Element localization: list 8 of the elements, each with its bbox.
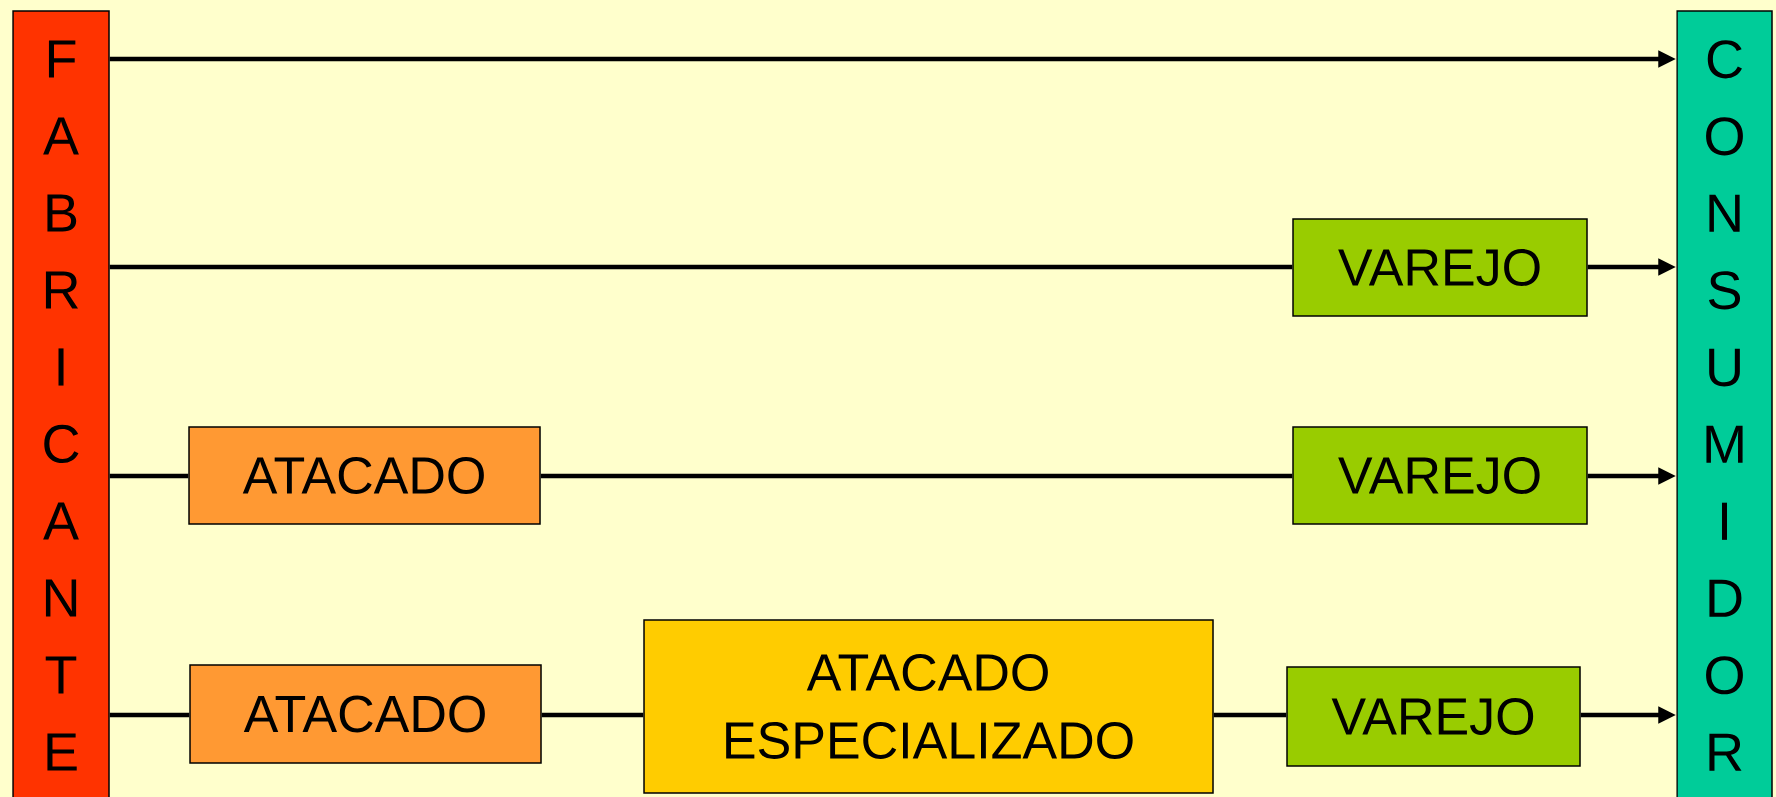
process-box: VAREJO — [1286, 666, 1581, 767]
process-box: ATACADO — [188, 426, 541, 525]
process-box: VAREJO — [1292, 426, 1588, 525]
bar: CONSUMIDOR — [1676, 10, 1773, 797]
bar: FABRICANTE — [12, 10, 110, 797]
process-box: ATACADO ESPECIALIZADO — [643, 619, 1214, 794]
process-box: VAREJO — [1292, 218, 1588, 317]
process-box: ATACADO — [189, 664, 542, 764]
